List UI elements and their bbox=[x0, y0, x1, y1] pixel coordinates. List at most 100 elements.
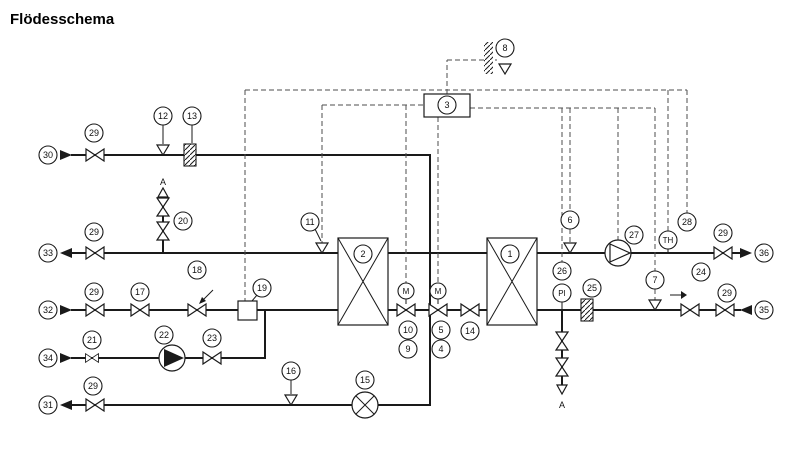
heat-exchanger-plates bbox=[337, 237, 389, 326]
pump-direction-triangle bbox=[164, 349, 184, 367]
pump-direction-triangle bbox=[609, 243, 632, 263]
tag-circle bbox=[300, 212, 320, 232]
valve-24-arrow-head bbox=[681, 291, 687, 299]
tag-2: 2 bbox=[353, 244, 373, 264]
valves bbox=[85, 148, 735, 412]
tag-circle bbox=[82, 330, 102, 350]
tag-circle bbox=[153, 106, 173, 126]
tag-label: 27 bbox=[629, 230, 639, 240]
tag-label: 15 bbox=[360, 375, 370, 385]
tag-circle bbox=[437, 95, 457, 115]
tag-label: 23 bbox=[207, 333, 217, 343]
tag-circle bbox=[624, 225, 644, 245]
check-valve-14-icon bbox=[460, 303, 480, 317]
wall-hatch bbox=[484, 42, 493, 74]
tag-28: 28 bbox=[677, 212, 697, 232]
tag-36: 36 bbox=[754, 243, 774, 263]
tag-label: TH bbox=[663, 236, 674, 245]
air-vent-12-icon bbox=[156, 144, 170, 156]
tag-label: 28 bbox=[682, 217, 692, 227]
tag-label: 22 bbox=[159, 330, 169, 340]
valve-18-arrow-head bbox=[199, 297, 206, 304]
shutoff-valve-29-line2-icon bbox=[85, 246, 105, 260]
tag-label: 32 bbox=[43, 305, 53, 315]
tag-label: 11 bbox=[305, 217, 314, 227]
tag-35: 35 bbox=[754, 300, 774, 320]
tag-pi: PI bbox=[552, 283, 572, 303]
tag-9: 9 bbox=[398, 339, 418, 359]
tag-16: 16 bbox=[281, 361, 301, 381]
tag-5: 5 bbox=[431, 320, 451, 340]
tag-label: 29 bbox=[722, 288, 732, 298]
tag-circle bbox=[83, 376, 103, 396]
tag-circle bbox=[691, 262, 711, 282]
tap-valve-21-icon bbox=[85, 353, 99, 363]
strainer-13-icon bbox=[183, 143, 197, 167]
tag-29-line3: 29 bbox=[84, 282, 104, 302]
tag-label: 25 bbox=[587, 283, 597, 293]
tag-34: 34 bbox=[38, 348, 58, 368]
tag-label: 5 bbox=[438, 325, 443, 335]
tag-label: 21 bbox=[87, 335, 97, 345]
tag-label: 3 bbox=[444, 100, 449, 110]
tag-1: 1 bbox=[500, 244, 520, 264]
tag-29-right-bottom: 29 bbox=[717, 283, 737, 303]
tag-circle bbox=[431, 339, 451, 359]
tag-label: PI bbox=[558, 289, 566, 298]
tag-circle bbox=[552, 283, 572, 303]
tag-circle bbox=[252, 278, 272, 298]
tag-33: 33 bbox=[38, 243, 58, 263]
tag-4: 4 bbox=[431, 339, 451, 359]
tag-circle bbox=[173, 211, 193, 231]
tag-22: 22 bbox=[154, 325, 174, 345]
flow-meter-15 bbox=[351, 391, 379, 419]
tag-7: 7 bbox=[645, 270, 665, 290]
flow-arrow-32 bbox=[60, 305, 72, 315]
tag-21: 21 bbox=[82, 330, 102, 350]
pump-27 bbox=[604, 239, 632, 267]
shutoff-valve-29-right-bottom-icon bbox=[715, 303, 735, 317]
tag-label: 30 bbox=[43, 150, 53, 160]
tag-label: 9 bbox=[405, 344, 410, 354]
control-bus-top bbox=[244, 89, 688, 301]
tag-label: 10 bbox=[403, 325, 413, 335]
pipe-stubs bbox=[405, 248, 669, 310]
tag-29-top: 29 bbox=[84, 123, 104, 143]
tag-circle bbox=[154, 325, 174, 345]
pump-22 bbox=[158, 344, 186, 372]
motor-valve-5-icon bbox=[428, 303, 448, 317]
sensor-box-19-icon bbox=[237, 300, 258, 321]
flow-arrows bbox=[60, 150, 752, 410]
discharge-label-bottom: A bbox=[559, 400, 565, 410]
position-tags: 30 29 12 13 33 29 20 11 32 29 17 18 19 3… bbox=[38, 38, 774, 415]
tag-circle bbox=[182, 106, 202, 126]
tag-label: 18 bbox=[192, 265, 202, 275]
tag-label: 29 bbox=[89, 287, 99, 297]
tag-29-bottom: 29 bbox=[83, 376, 103, 396]
shutoff-valve-29-bottom-icon bbox=[85, 398, 105, 412]
flow-arrow-36 bbox=[740, 248, 752, 258]
tag-circle bbox=[187, 260, 207, 280]
tag-13: 13 bbox=[182, 106, 202, 126]
tag-10: 10 bbox=[398, 320, 418, 340]
tag-label: M bbox=[403, 287, 410, 296]
tag-25: 25 bbox=[582, 278, 602, 298]
tag-8: 8 bbox=[495, 38, 515, 58]
tag-circle bbox=[431, 320, 451, 340]
control-valve-18-icon bbox=[187, 303, 207, 317]
tag-label: 36 bbox=[759, 248, 769, 258]
tag-circle bbox=[281, 361, 301, 381]
tag-circle bbox=[38, 300, 58, 320]
outdoor-sensor-icon bbox=[498, 63, 512, 75]
tag-29-line2: 29 bbox=[84, 222, 104, 242]
tag-30: 30 bbox=[38, 145, 58, 165]
tag-11: 11 bbox=[300, 212, 320, 232]
tag-label: M bbox=[435, 287, 442, 296]
shutoff-valve-29-right-top-icon bbox=[713, 246, 733, 260]
tag-label: 2 bbox=[360, 249, 365, 259]
valve-17-icon bbox=[130, 303, 150, 317]
tag-circle bbox=[645, 270, 665, 290]
tag-label: 20 bbox=[178, 216, 188, 226]
control-bus-left bbox=[321, 104, 439, 283]
tag-label: 8 bbox=[502, 43, 507, 53]
